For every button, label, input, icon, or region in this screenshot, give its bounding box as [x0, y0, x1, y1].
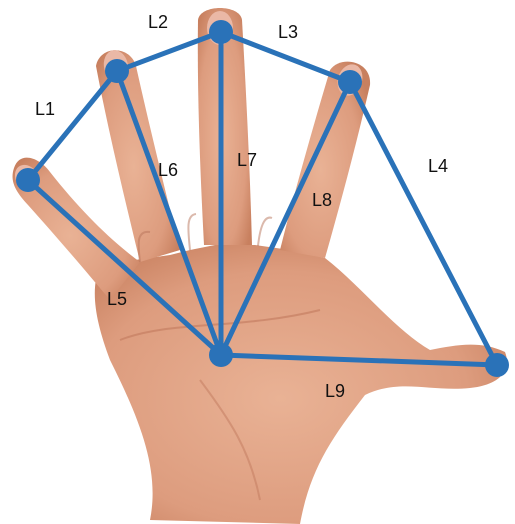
- label-l9: L9: [325, 381, 345, 401]
- label-l3: L3: [278, 22, 298, 42]
- node-index-fingertip: [338, 70, 362, 94]
- label-l2: L2: [148, 12, 168, 32]
- node-ring-fingertip: [105, 59, 129, 83]
- node-middle-fingertip: [209, 20, 233, 44]
- finger-gap-shadow: [188, 214, 196, 250]
- palm-shape: [95, 245, 507, 524]
- hand-illustration: [10, 8, 507, 524]
- label-l1: L1: [35, 99, 55, 119]
- finger-gap-shadow: [258, 218, 272, 246]
- label-l7: L7: [237, 150, 257, 170]
- node-thumb-tip: [485, 353, 509, 377]
- label-l6: L6: [158, 160, 178, 180]
- label-l5: L5: [107, 289, 127, 309]
- node-palm-center: [209, 343, 233, 367]
- segment-l1: [28, 71, 117, 180]
- label-l8: L8: [312, 190, 332, 210]
- node-little-fingertip: [16, 168, 40, 192]
- label-l4: L4: [428, 156, 448, 176]
